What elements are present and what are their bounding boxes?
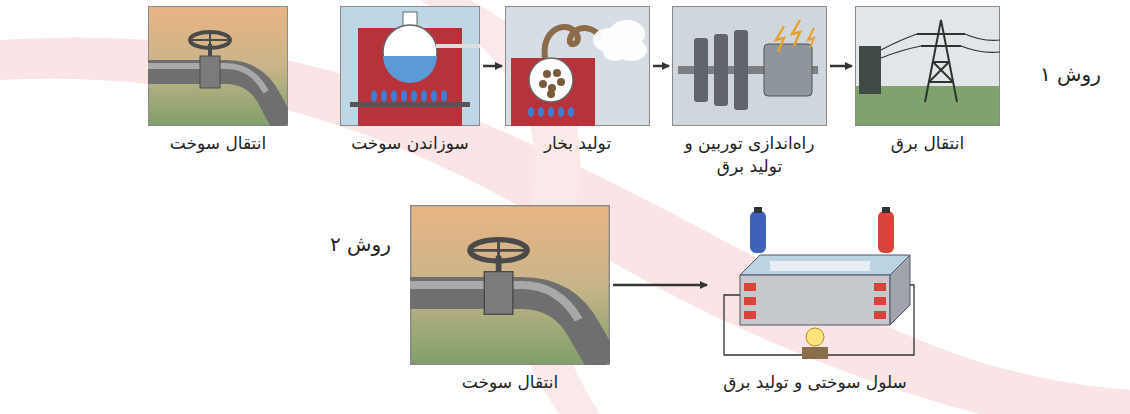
step-caption: تولید بخار [505,132,650,155]
method-label: روش ۱ [1040,62,1101,86]
step-caption: سلول سوختی و تولید برق [710,371,920,394]
flow-arrow [613,284,707,287]
fuel-pipe-illustration [148,6,288,126]
step-caption: انتقال سوخت [148,132,288,155]
flow-arrow [653,65,669,68]
process-step: سلول سوختی و تولید برق [710,205,920,394]
fuel-pipe-illustration [410,205,610,365]
step-caption: انتقال سوخت [410,371,610,394]
process-step: انتقال برق [855,6,1000,155]
turbine-illustration [672,6,827,126]
power-tower-illustration [855,6,1000,126]
process-step: سوزاندن سوخت [340,6,480,155]
method-label: روش ۲ [330,232,391,256]
process-step: انتقال سوخت [410,205,610,394]
steam-illustration [505,6,650,126]
process-step: راه‌اندازی توربین و تولید برق [672,6,827,178]
flow-arrow [830,65,852,68]
flow-arrow [483,65,502,68]
process-step: انتقال سوخت [148,6,288,155]
process-step: تولید بخار [505,6,650,155]
step-caption: سوزاندن سوخت [340,132,480,155]
step-caption: راه‌اندازی توربین و تولید برق [672,132,827,178]
furnace-illustration [340,6,480,126]
fuel-cell-illustration [710,205,920,365]
step-caption: انتقال برق [855,132,1000,155]
